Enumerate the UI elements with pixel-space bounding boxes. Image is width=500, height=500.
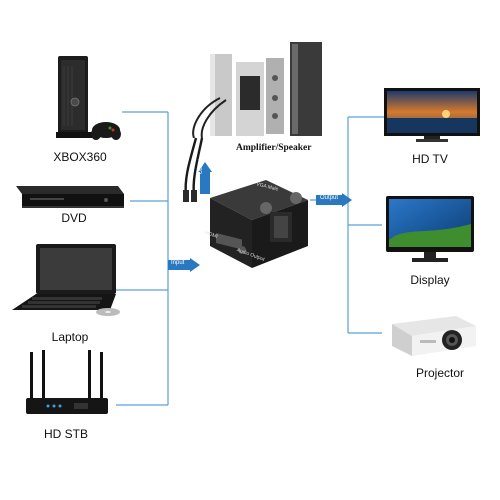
xbox360-image — [50, 52, 125, 147]
source-label-dvd: DVD — [61, 211, 87, 225]
source-label-hd-stb: HD STB — [43, 427, 89, 441]
output-audio-arrow: Output — [198, 158, 212, 194]
display-image — [386, 196, 474, 264]
vga-hdmi-adapter-image — [196, 172, 316, 282]
dvd-player-image — [10, 180, 128, 214]
input-arrow-label: Input — [171, 260, 185, 266]
output-label-display: Display — [410, 273, 450, 287]
output-label-projector: Projector — [415, 366, 465, 380]
projector-image — [386, 314, 478, 360]
output-label-hd-tv: HD TV — [412, 152, 448, 166]
output-video-arrow-label: Output — [320, 195, 339, 201]
source-label-laptop: Laptop — [51, 330, 89, 344]
amplifier-speaker-image — [180, 38, 330, 138]
hd-stb-image — [22, 350, 112, 420]
source-label-xbox360: XBOX360 — [53, 150, 107, 164]
output-audio-arrow-label: Output — [198, 158, 204, 174]
input-arrow: Input — [168, 258, 200, 272]
amplifier-speaker-label: Amplifier/Speaker — [236, 143, 312, 153]
hd-tv-image — [384, 88, 480, 144]
output-video-arrow: Output — [316, 193, 352, 207]
laptop-image — [12, 244, 132, 320]
